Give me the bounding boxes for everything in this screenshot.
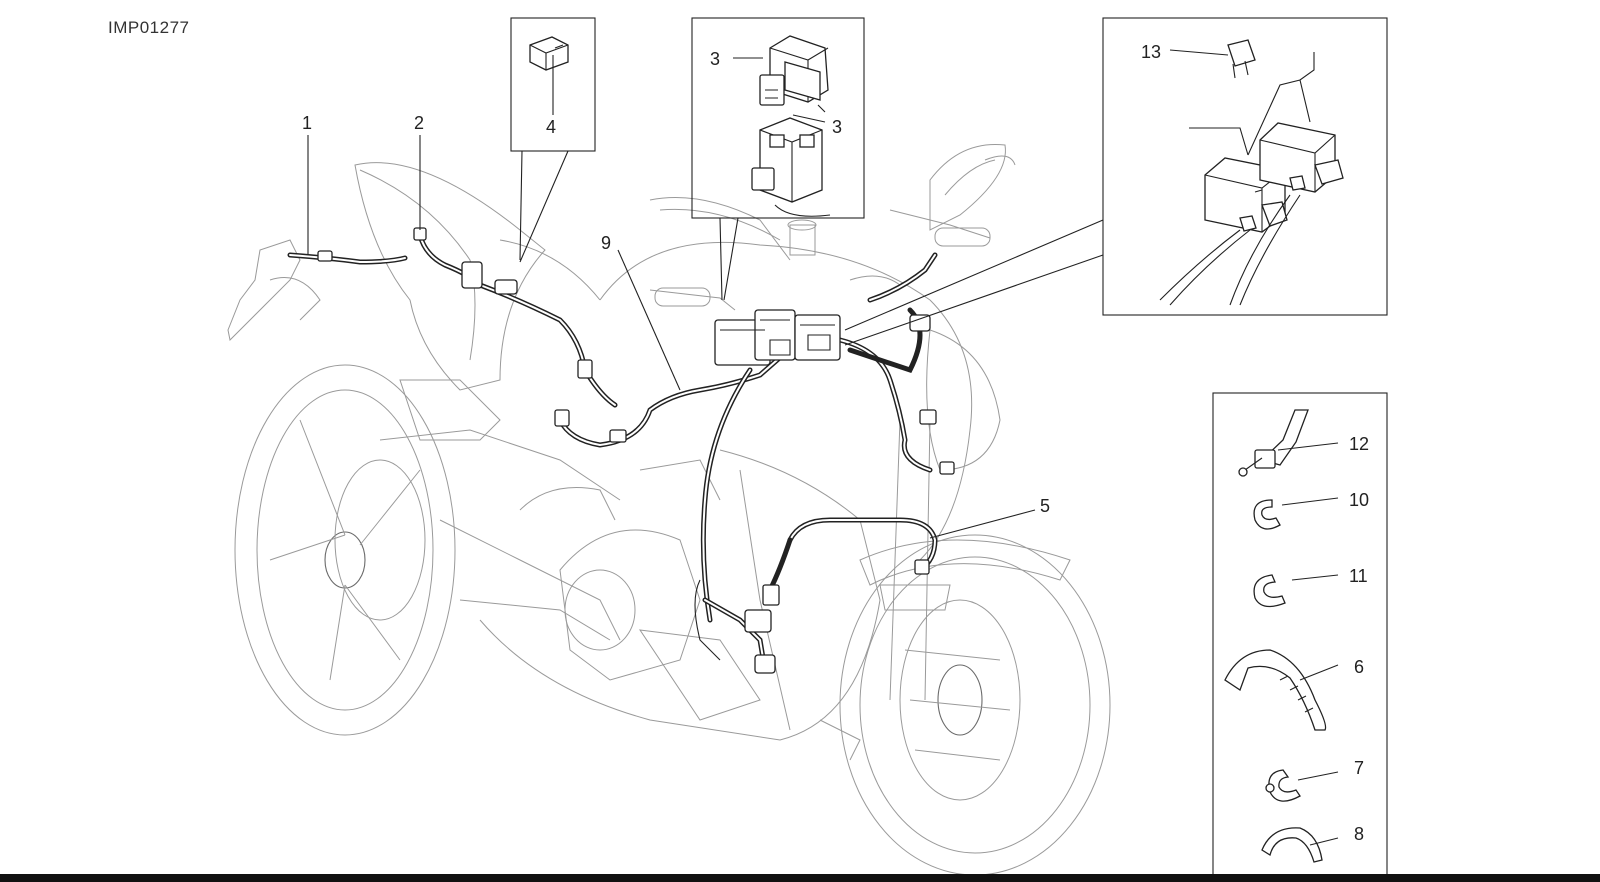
detail-box-part-13 — [844, 17, 1388, 346]
callout-3-top: 3 — [710, 49, 720, 69]
callout-1: 1 — [302, 113, 312, 133]
drawing-reference-code: IMP01277 — [108, 18, 190, 37]
callout-5: 5 — [1040, 496, 1050, 516]
detail-box-part-3 — [691, 17, 865, 301]
callout-13: 13 — [1141, 42, 1161, 62]
callout-7: 7 — [1354, 758, 1364, 778]
callout-8: 8 — [1354, 824, 1364, 844]
callout-10: 10 — [1349, 490, 1369, 510]
wiring-harness — [287, 227, 955, 674]
callout-leaders — [307, 55, 1036, 539]
callout-9: 9 — [601, 233, 611, 253]
callout-4: 4 — [546, 117, 556, 137]
callout-2: 2 — [414, 113, 424, 133]
callout-11: 11 — [1349, 566, 1368, 586]
callout-6: 6 — [1354, 657, 1364, 677]
detail-box-part-4 — [510, 17, 596, 263]
callout-3-bottom: 3 — [832, 117, 842, 137]
callout-12: 12 — [1349, 434, 1369, 454]
callout-numbers: 1 2 4 3 3 9 5 13 12 10 11 6 7 8 — [302, 42, 1369, 844]
bottom-border-bar — [0, 874, 1600, 882]
detail-box-accessories — [1212, 392, 1388, 879]
motorcycle-outline — [227, 143, 1111, 876]
